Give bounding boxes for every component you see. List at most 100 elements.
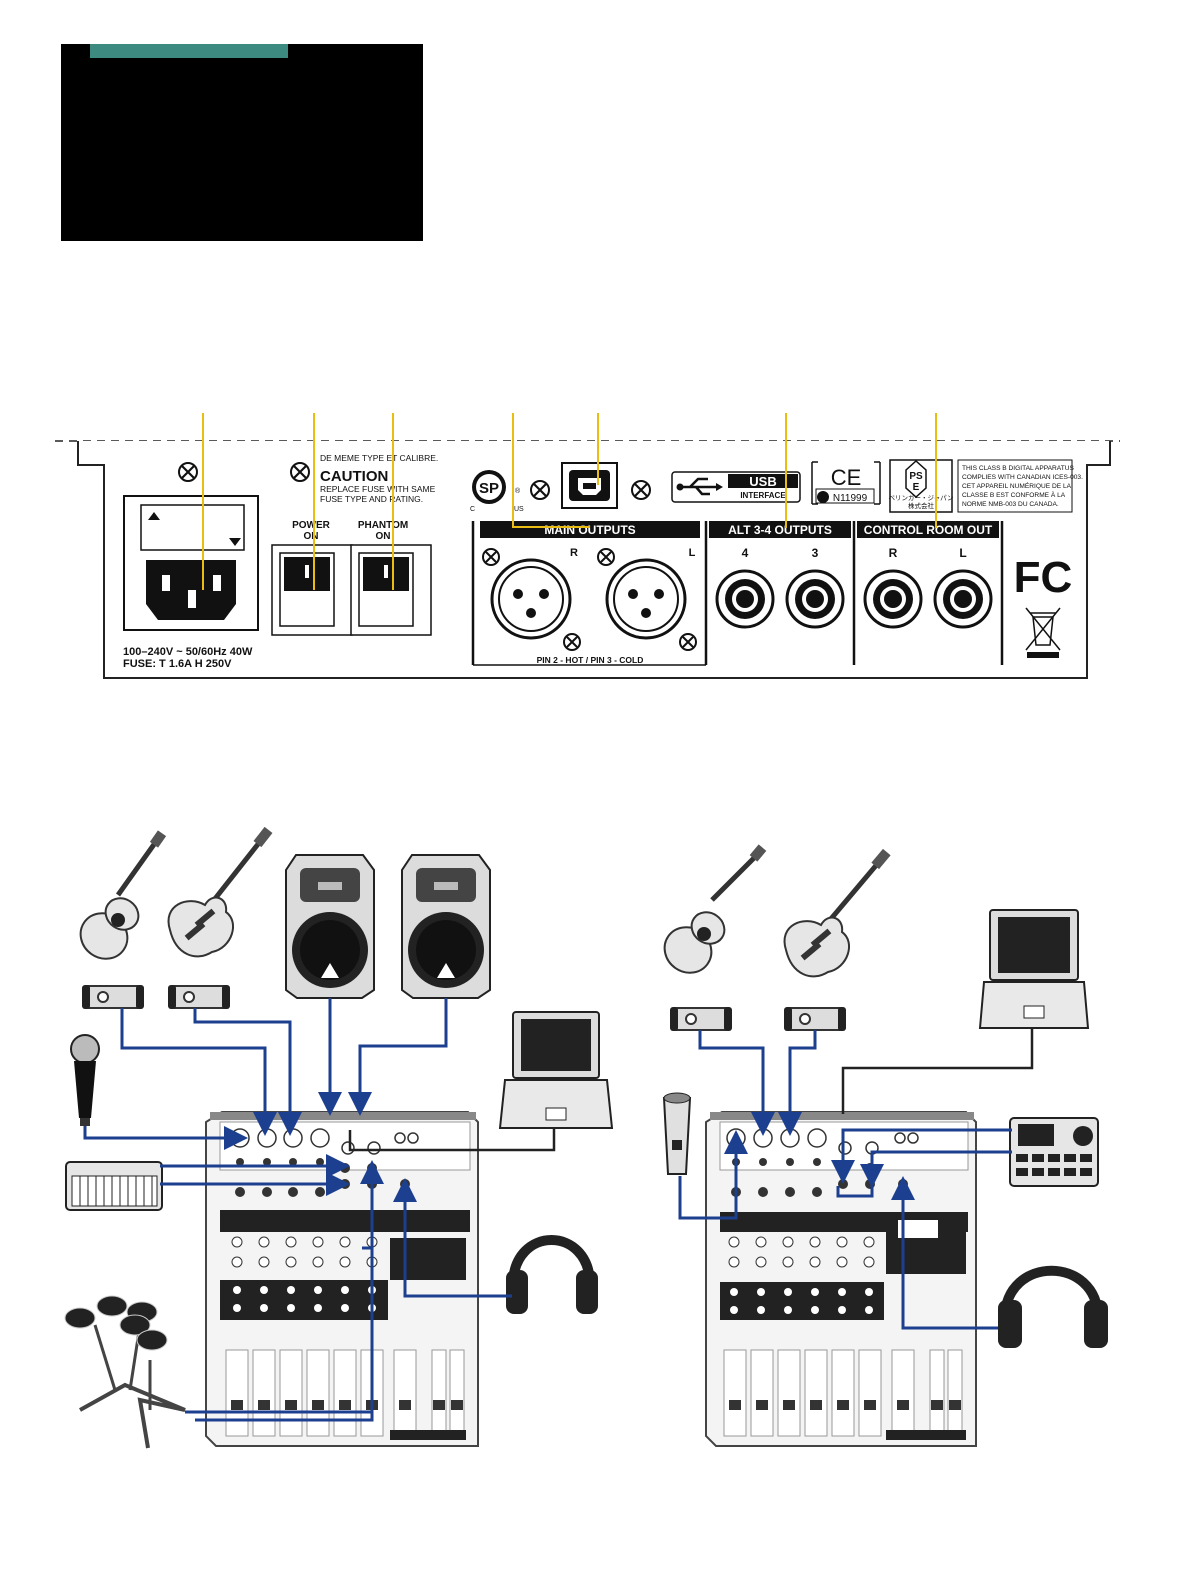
control-room-left-jack[interactable] (933, 569, 993, 629)
svg-text:株式会社: 株式会社 (908, 501, 935, 510)
svg-text:®: ® (515, 487, 521, 495)
svg-text:NORME NMB-003 DU CANADA.: NORME NMB-003 DU CANADA. (962, 501, 1059, 508)
svg-text:N11999: N11999 (833, 493, 868, 504)
fuse-arrow-down-icon (229, 538, 241, 546)
di-box-icon (168, 985, 230, 1009)
cr-r-label: R (889, 546, 898, 560)
xlr-output-right[interactable] (490, 558, 572, 640)
ce-mark-icon: CE (831, 465, 862, 490)
electronic-drums-icon (64, 1295, 186, 1449)
weee-bin-icon (1025, 607, 1061, 658)
caution-french-text: DE MEME TYPE ET CALIBRE. (320, 453, 438, 463)
alt-outputs-label: ALT 3-4 OUTPUTS (728, 523, 832, 537)
pa-speaker-icon (401, 854, 491, 999)
svg-text:INTERFACE: INTERFACE (740, 491, 786, 500)
phantom-switch-label-2: ON (376, 531, 391, 542)
keyboard-icon (65, 1161, 163, 1211)
csa-us-label: US (514, 506, 524, 513)
usb-cable-left (348, 1128, 556, 1152)
compliance-text: THIS CLASS B DIGITAL APPARATUS COMPLIES … (957, 459, 1083, 513)
usb-port[interactable] (561, 462, 618, 509)
acoustic-guitar-icon (79, 830, 167, 960)
phantom-switch-label-1: PHANTOM (358, 520, 408, 531)
acoustic-guitar-icon (663, 844, 767, 974)
alt-outputs-bar (709, 521, 851, 538)
svg-text:ベリンガー・ジャパン: ベリンガー・ジャパン (889, 493, 954, 502)
main-outputs-bar (480, 521, 700, 538)
ce-mark-block: CE N11999 (811, 461, 881, 505)
svg-text:PS: PS (909, 471, 923, 482)
main-l-label: L (689, 547, 696, 559)
pa-speaker-icon (285, 854, 375, 999)
usb-cable-right (841, 1028, 1034, 1114)
alt-4-label: 4 (742, 546, 749, 560)
svg-text:CET APPAREIL NUMÉRIQUE DE LA: CET APPAREIL NUMÉRIQUE DE LA (962, 481, 1072, 490)
svg-text:E: E (913, 482, 920, 493)
di-box-icon (82, 985, 144, 1009)
laptop-icon (498, 1011, 614, 1129)
title-accent-bar (90, 44, 288, 58)
alt-output-3-jack[interactable] (785, 569, 845, 629)
di-box-icon (784, 1007, 846, 1031)
screw-icon (482, 548, 500, 566)
screw-icon (597, 548, 615, 566)
svg-text:COMPLIES WITH CANADIAN ICES-00: COMPLIES WITH CANADIAN ICES-003. (962, 474, 1083, 481)
pin-label: PIN 2 - HOT / PIN 3 - COLD (537, 655, 644, 665)
di-box-icon (670, 1007, 732, 1031)
usb-trident-icon (678, 477, 718, 496)
cables-right (678, 1030, 1012, 1330)
power-switch-label-2: ON (304, 531, 319, 542)
power-inlet (123, 495, 259, 631)
pse-mark-block: PS E ベリンガー・ジャパン 株式会社 (889, 459, 954, 513)
screw-icon (631, 480, 651, 500)
condenser-microphone-icon (662, 1092, 692, 1175)
microphone-icon (70, 1034, 100, 1126)
svg-text:SP: SP (479, 480, 499, 497)
screw-icon (290, 462, 310, 482)
electric-guitar-icon (783, 848, 891, 978)
csa-logo-icon: SP ® (472, 470, 521, 504)
phantom-power-switch[interactable] (350, 544, 432, 636)
control-room-label: CONTROL ROOM OUT (864, 523, 993, 537)
mixer-left (205, 1111, 479, 1447)
usb-interface-logo: USB INTERFACE (671, 471, 801, 503)
caution-line-2: FUSE TYPE AND RATING. (320, 494, 423, 504)
headphones-icon (998, 1265, 1108, 1348)
screw-icon (679, 633, 697, 651)
power-switch-label-1: POWER (292, 520, 331, 531)
fuse-rating-label: FUSE: T 1.6A H 250V (123, 658, 232, 670)
rear-panel: 100–240V ~ 50/60Hz 40W FUSE: T 1.6A H 25… (55, 413, 1120, 679)
alt-3-label: 3 (812, 546, 819, 560)
laptop-icon (978, 909, 1090, 1029)
callout-lines (202, 413, 937, 590)
mixer-right (705, 1111, 977, 1447)
main-outputs-label: MAIN OUTPUTS (544, 523, 635, 537)
svg-text:THIS CLASS B DIGITAL APPARATUS: THIS CLASS B DIGITAL APPARATUS (962, 465, 1074, 472)
title-block (61, 44, 423, 241)
fcc-logo-icon: FC (1014, 553, 1073, 602)
headphones-icon (506, 1235, 598, 1314)
svg-text:USB: USB (749, 474, 776, 489)
cr-l-label: L (959, 546, 966, 560)
drum-machine-icon (1009, 1117, 1099, 1187)
screw-icon (563, 633, 581, 651)
control-room-right-jack[interactable] (863, 569, 923, 629)
screw-icon (178, 462, 198, 482)
cables-left (83, 998, 512, 1422)
c-tick-icon (817, 491, 829, 503)
electric-guitar-icon (167, 826, 273, 958)
csa-c-label: C (470, 506, 475, 513)
power-rating-label: 100–240V ~ 50/60Hz 40W (123, 646, 253, 658)
xlr-output-left[interactable] (605, 558, 687, 640)
caution-title: CAUTION (320, 468, 388, 485)
control-room-bar (857, 521, 999, 538)
setup-right (662, 844, 1108, 1447)
power-switch[interactable] (271, 544, 353, 636)
svg-text:CLASSE B EST CONFORME À LA: CLASSE B EST CONFORME À LA (962, 490, 1066, 499)
screw-icon (530, 480, 550, 500)
caution-line-1: REPLACE FUSE WITH SAME (320, 484, 436, 494)
setup-left (64, 826, 614, 1449)
main-r-label: R (570, 547, 578, 559)
alt-output-4-jack[interactable] (715, 569, 775, 629)
